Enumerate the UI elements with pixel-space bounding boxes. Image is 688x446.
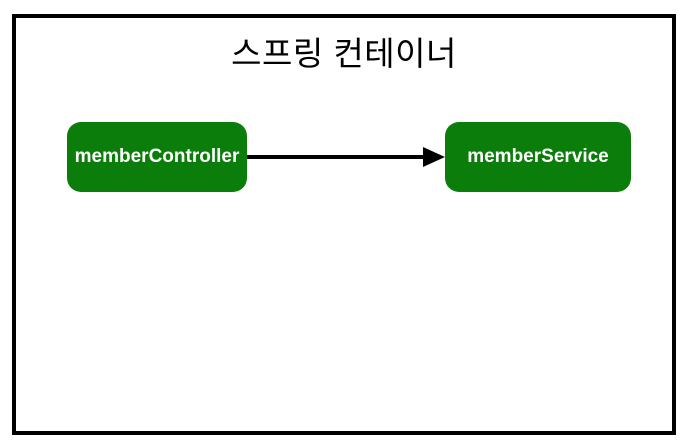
node-member-service: memberService [445, 122, 631, 192]
arrow-right-icon [247, 147, 445, 167]
node-member-service-label: memberService [467, 146, 609, 167]
node-member-controller-label: memberController [74, 146, 240, 167]
node-member-controller: memberController [67, 122, 247, 192]
container-boundary: 스프링 컨테이너 memberController memberService [12, 14, 676, 435]
diagram-title: 스프링 컨테이너 [231, 35, 457, 72]
